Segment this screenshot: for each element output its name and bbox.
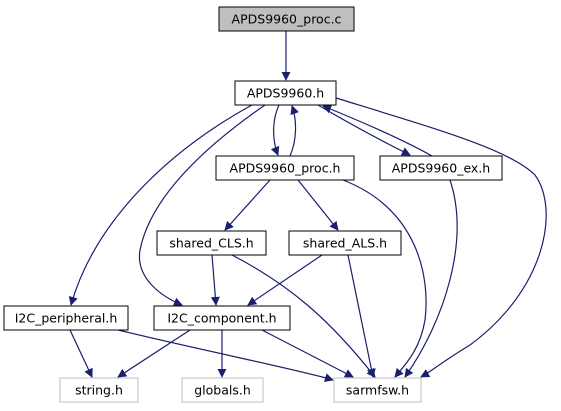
node-box [379, 155, 503, 181]
node-box [153, 305, 291, 331]
node-apds-h[interactable]: APDS9960.h [234, 80, 337, 106]
edge-als-h-to-i2cc-h [247, 254, 323, 306]
edge-als-h-to-sarmfsw-h [347, 254, 376, 378]
node-label: APDS9960_proc.c [232, 12, 342, 27]
edge-ex-h-to-apds-h [322, 104, 433, 157]
node-box [59, 377, 139, 403]
node-label: I2C_peripheral.h [15, 311, 118, 326]
edges [68, 31, 547, 382]
edge-proc-h-to-apds-h [289, 105, 299, 157]
edge-i2cc-h-to-sarmfsw-h [261, 329, 354, 378]
node-label: string.h [75, 383, 123, 398]
node-box [181, 377, 264, 403]
node-label: shared_CLS.h [169, 236, 253, 251]
edge-apds-h-to-proc-h [270, 104, 280, 156]
node-label: APDS9960.h [247, 86, 324, 101]
edge-proc-h-to-cls-h [224, 179, 271, 231]
node-i2cp-h[interactable]: I2C_peripheral.h [3, 305, 129, 331]
node-label: I2C_component.h [167, 311, 276, 326]
node-string-h: string.h [59, 377, 139, 403]
edge-i2cc-h-to-string-h [117, 329, 191, 378]
edge-cls-h-to-sarmfsw-h [231, 254, 376, 378]
node-label: globals.h [194, 383, 251, 398]
edge-proc-h-to-sarmfsw-h [342, 179, 427, 378]
node-box [234, 80, 337, 106]
edge-proc-h-to-als-h [297, 179, 339, 231]
node-globals-h: globals.h [181, 377, 264, 403]
node-box [156, 230, 267, 256]
edge-ex-h-to-sarmfsw-h [404, 179, 458, 378]
edge-apds-h-to-i2cc-h [138, 104, 266, 307]
edge-i2cp-h-to-sarmfsw-h [117, 329, 334, 382]
node-i2cc-h[interactable]: I2C_component.h [153, 305, 291, 331]
nodes: APDS9960_proc.cAPDS9960.hAPDS9960_proc.h… [3, 6, 503, 403]
node-box [215, 155, 355, 181]
node-ex-h[interactable]: APDS9960_ex.h [379, 155, 503, 181]
node-label: APDS9960_ex.h [392, 161, 490, 176]
node-cls-h[interactable]: shared_CLS.h [156, 230, 267, 256]
node-proc-h[interactable]: APDS9960_proc.h [215, 155, 355, 181]
node-als-h[interactable]: shared_ALS.h [288, 230, 402, 256]
edge-apds-h-to-sarmfsw-h [335, 97, 547, 378]
node-label: APDS9960_proc.h [230, 161, 341, 176]
edge-i2cp-h-to-string-h [69, 329, 93, 378]
node-label: sarmfsw.h [346, 383, 409, 398]
edge-cls-h-to-i2cc-h [210, 254, 220, 306]
node-label: shared_ALS.h [303, 236, 387, 251]
node-box [3, 305, 129, 331]
edge-apds-h-to-i2cp-h [68, 104, 253, 306]
node-box [288, 230, 402, 256]
node-sarmfsw-h: sarmfsw.h [333, 377, 422, 403]
node-box [333, 377, 422, 403]
node-box [218, 6, 355, 32]
edge-apds-h-to-ex-h [317, 104, 411, 156]
node-proc-c[interactable]: APDS9960_proc.c [218, 6, 355, 32]
